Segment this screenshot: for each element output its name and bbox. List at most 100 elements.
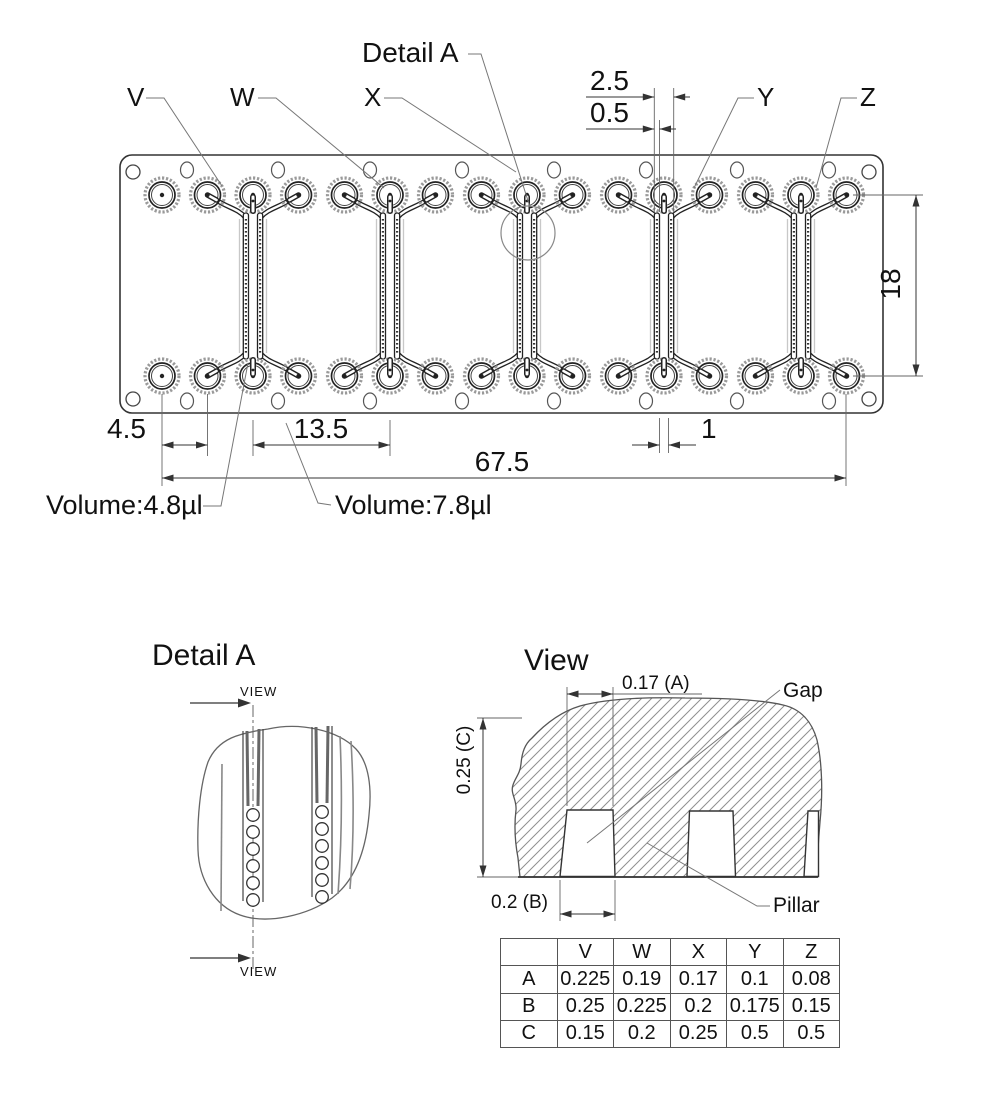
dimension-a: 0.17 (A) (566, 673, 702, 806)
well-outer-ring (508, 176, 546, 214)
table-cell: 0.25 (556, 992, 614, 1021)
edge-hole (638, 161, 654, 179)
well-port-dot (159, 192, 165, 198)
table-cell: 0.175 (726, 992, 784, 1021)
well-outer-ring (553, 357, 592, 395)
table-header-cell: Z (782, 937, 840, 967)
view-arrowhead-top-icon (238, 698, 251, 708)
corner-hole (125, 391, 141, 407)
dimension-bottom: 4.5 13.5 1 67.5 (107, 394, 847, 486)
edge-hole (729, 161, 745, 179)
center-port-dot (388, 199, 392, 203)
channel (516, 212, 524, 360)
main-plate-view: V W X Y Z Detail A 2.5 0.5 (46, 37, 923, 520)
center-port-dot (251, 368, 255, 372)
well-inner-ring (196, 365, 219, 387)
corner-hole (125, 164, 141, 180)
well-inner-ring (561, 184, 584, 206)
detail-pillar-circle (246, 876, 260, 890)
well-port-dot (479, 192, 484, 198)
well-outer-ring (553, 176, 592, 214)
detail-a-section: Detail A VIEW VIEW (152, 639, 371, 979)
gap-cutouts (559, 809, 820, 878)
center-port-dot (251, 199, 255, 203)
channel-label-y: Y (757, 82, 774, 112)
table-header-cell (500, 937, 558, 967)
well-outer-ring (325, 357, 364, 395)
channel-label-w: W (230, 82, 255, 112)
detail-blob-outline (197, 725, 371, 920)
edge-hole (638, 392, 654, 410)
well-inner-ring (470, 365, 493, 387)
edge-hole (179, 161, 195, 179)
center-port-dot (662, 368, 666, 372)
well-outer-ring (234, 357, 272, 395)
edge-hole (454, 392, 470, 410)
detail-pillar-circle (246, 893, 260, 907)
dim-1: 1 (701, 413, 717, 444)
well-inner-ring (424, 365, 447, 387)
table-cell: 0.2 (669, 992, 727, 1021)
dim-2-5: 2.5 (590, 65, 629, 96)
channel-label-x: X (364, 82, 381, 112)
well-port-dot (296, 192, 301, 198)
well-port-dot (342, 192, 347, 198)
plate-outline (119, 154, 884, 414)
well-outer-ring (234, 176, 272, 214)
edge-hole (454, 161, 470, 179)
well-outer-ring (188, 176, 227, 214)
edge-hole (362, 161, 378, 179)
dim-a-label: 0.17 (A) (622, 673, 690, 694)
well-outer-ring (736, 176, 775, 214)
well-inner-ring (607, 184, 630, 206)
well-port-dot (570, 373, 575, 379)
well-inner-ring (744, 184, 767, 206)
channel (653, 212, 661, 360)
detail-channel-tapers (245, 725, 330, 807)
channel-label-v: V (127, 82, 145, 112)
well-inner-ring (196, 184, 219, 206)
detail-pillar-circle (315, 890, 329, 904)
dim-c-label: 0.25 (C) (454, 726, 475, 795)
well-port-dot (753, 373, 758, 379)
volume-label-1: Volume:4.8µl (46, 490, 203, 520)
dim-b-label: 0.2 (B) (491, 892, 548, 913)
well-inner-ring (561, 365, 584, 387)
well-port-dot (616, 373, 621, 379)
table-cell: C (500, 1019, 558, 1049)
well-outer-ring (782, 176, 820, 214)
well-port-dot (707, 192, 712, 198)
table-cell: 0.5 (726, 1019, 784, 1049)
well-outer-ring (188, 357, 227, 395)
well-port-dot (616, 192, 621, 198)
edge-hole (729, 392, 745, 410)
detail-pillar-circles (246, 805, 329, 907)
edge-hole (362, 392, 378, 410)
well-port-dot (844, 373, 849, 379)
detail-a-zone-circle (500, 205, 556, 261)
well-inner-ring (333, 365, 356, 387)
leader-pillar (646, 842, 770, 907)
channel (393, 212, 401, 360)
detail-pillar-circle (315, 856, 329, 870)
well-inner-ring (333, 184, 356, 206)
table-header-cell: X (669, 937, 727, 967)
well-outer-ring (736, 357, 775, 395)
channel-leaders (146, 53, 857, 208)
well-outer-ring (645, 176, 683, 214)
leader-gap (586, 689, 781, 844)
view-label-top: VIEW (240, 684, 277, 699)
channel (530, 212, 538, 360)
detail-a-callout: Detail A (362, 37, 459, 68)
view-label-bottom: VIEW (240, 964, 277, 979)
leader-volume-1 (203, 362, 249, 507)
detail-pillar-circle (315, 805, 329, 819)
well-outer-ring (143, 357, 181, 395)
gap-label: Gap (783, 679, 823, 702)
detail-side-lines (220, 735, 354, 912)
well-port-dot (753, 192, 758, 198)
well-outer-ring (279, 357, 318, 395)
